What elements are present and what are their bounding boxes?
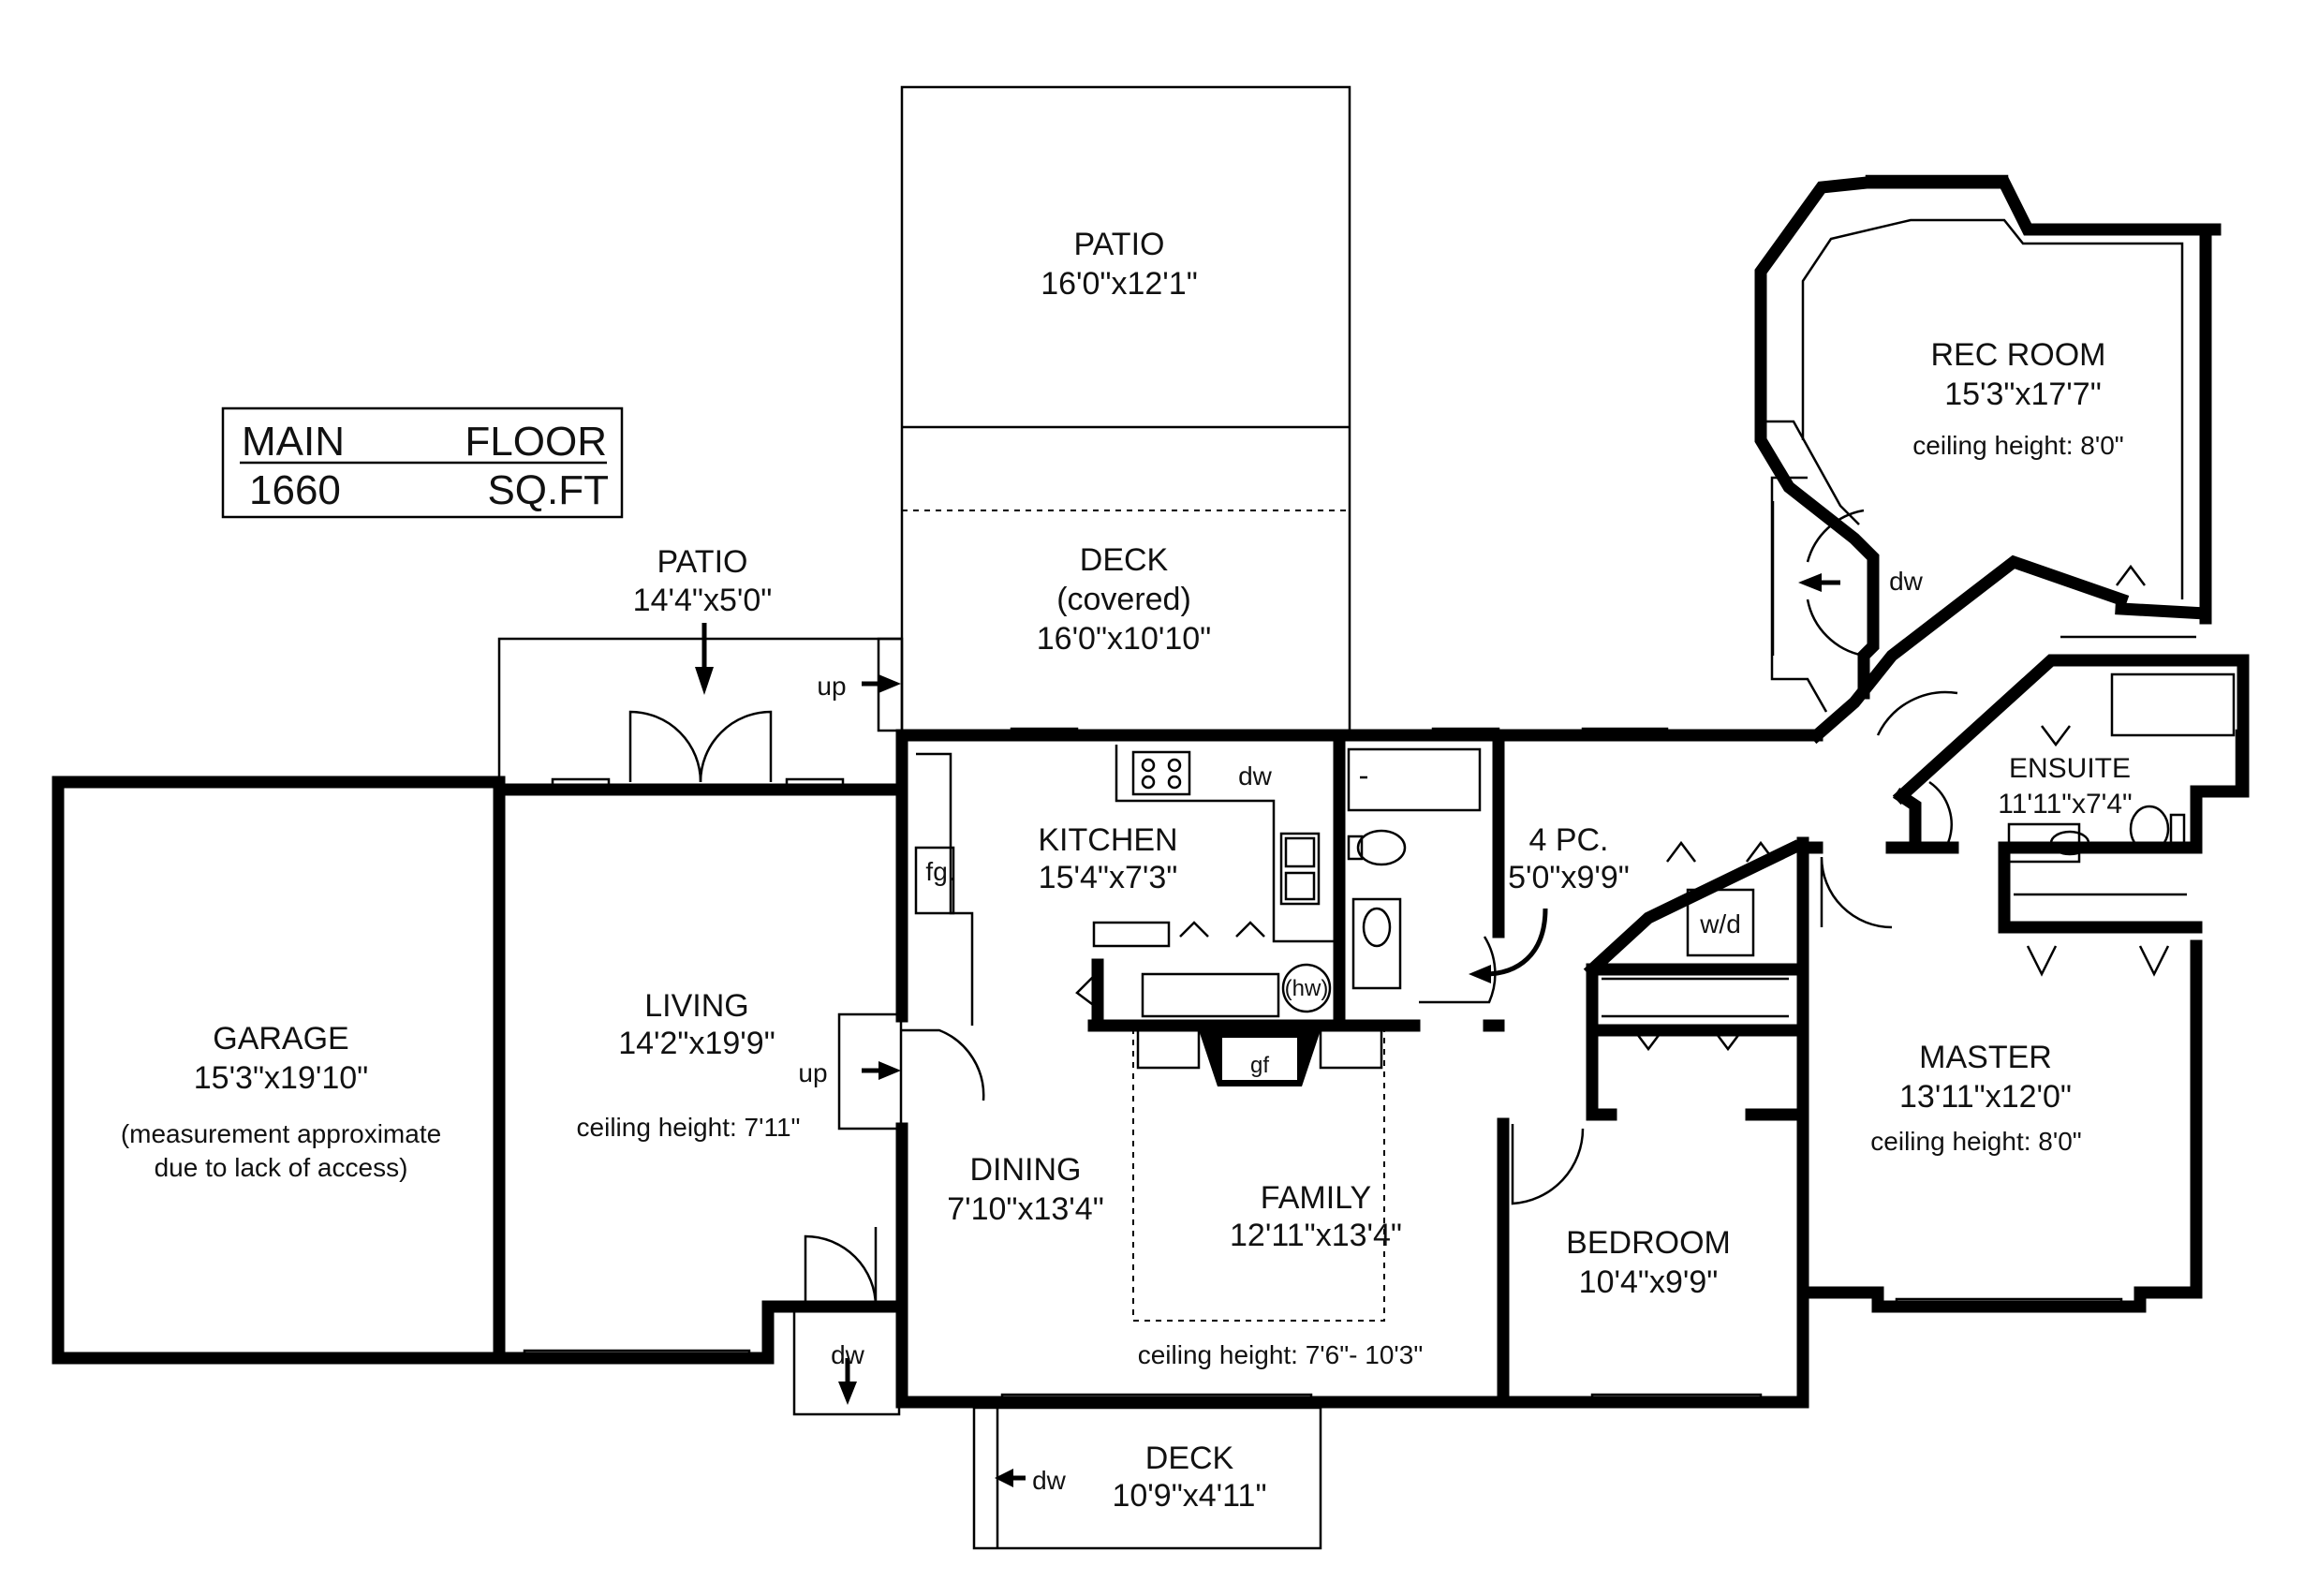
family-ceiling: ceiling height: 7'6"- 10'3"	[1138, 1340, 1424, 1369]
dw-label-kitchen: dw	[1238, 761, 1273, 791]
floor-area-box: MAIN FLOOR 1660 SQ.FT	[221, 406, 624, 519]
garage-name: GARAGE	[213, 1021, 348, 1057]
patio-small-dim: 14'4"x5'0"	[633, 583, 773, 618]
dining-dim: 7'10"x13'4"	[947, 1191, 1104, 1227]
ensuite-name: ENSUITE	[2009, 753, 2131, 784]
living-ceiling: ceiling height: 7'11"	[577, 1113, 801, 1142]
rec-room-dim: 15'3"x17'7"	[1944, 377, 2102, 412]
fg-label: fg.	[925, 857, 954, 886]
dw-label-entry: dw	[831, 1340, 865, 1369]
four-pc-dim: 5'0"x9'9"	[1508, 860, 1630, 895]
ensuite-dim: 11'11"x7'4"	[1998, 789, 2132, 820]
up-label-top: up	[817, 672, 846, 701]
patio-top-name: PATIO	[1074, 227, 1165, 262]
dining-name: DINING	[970, 1152, 1082, 1188]
patio-top-dim: 16'0"x12'1"	[1041, 266, 1198, 302]
deck-covered-name: DECK	[1080, 542, 1169, 578]
rec-room-ceiling: ceiling height: 8'0"	[1912, 431, 2123, 460]
master-ceiling: ceiling height: 8'0"	[1870, 1127, 2081, 1156]
fixtures	[914, 672, 2236, 1322]
deck-covered-dim: 16'0"x10'10"	[1037, 621, 1212, 657]
gf-label: gf	[1250, 1053, 1269, 1078]
rec-room-name: REC ROOM	[1931, 337, 2106, 373]
dw-label-deck: dw	[1032, 1466, 1067, 1495]
deck-bottom-dim: 10'9"x4'11"	[1112, 1478, 1266, 1514]
master-dim: 13'11"x12'0"	[1899, 1079, 2072, 1115]
walls	[52, 176, 2250, 1409]
garage-note-1: (measurement approximate	[121, 1119, 441, 1148]
box-area-value: 1660	[249, 467, 341, 513]
outdoor-areas	[497, 85, 1828, 1550]
deck-bottom-name: DECK	[1145, 1441, 1234, 1476]
doors	[628, 509, 2170, 1308]
box-area-unit: SQ.FT	[487, 467, 609, 513]
bedroom-name: BEDROOM	[1566, 1225, 1731, 1261]
box-main-label: MAIN	[242, 419, 345, 465]
hw-label: (hw)	[1285, 976, 1329, 1001]
windows	[523, 174, 2250, 1406]
bedroom-dim: 10'4"x9'9"	[1579, 1264, 1719, 1300]
patio-small-name: PATIO	[657, 544, 748, 580]
family-dim: 12'11"x13'4"	[1230, 1218, 1402, 1253]
box-floor-label: FLOOR	[465, 419, 607, 465]
master-name: MASTER	[1919, 1040, 2052, 1075]
labels: PATIO 16'0"x12'1" DECK (covered) 16'0"x1…	[121, 227, 2133, 1514]
dw-label-rec: dw	[1889, 567, 1924, 596]
arrows	[695, 573, 1840, 1487]
deck-covered-note: (covered)	[1056, 582, 1191, 617]
up-label-living: up	[798, 1058, 827, 1087]
kitchen-dim: 15'4"x7'3"	[1039, 860, 1178, 895]
wd-label: w/d	[1699, 909, 1741, 938]
garage-note-2: due to lack of access)	[155, 1153, 408, 1182]
rec-room-inner	[1761, 218, 2196, 639]
kitchen-name: KITCHEN	[1038, 822, 1177, 858]
living-name: LIVING	[644, 988, 748, 1024]
family-name: FAMILY	[1261, 1180, 1371, 1216]
living-dim: 14'2"x19'9"	[618, 1026, 775, 1061]
garage-dim: 15'3"x19'10"	[194, 1060, 369, 1096]
four-pc-name: 4 PC.	[1528, 822, 1608, 858]
